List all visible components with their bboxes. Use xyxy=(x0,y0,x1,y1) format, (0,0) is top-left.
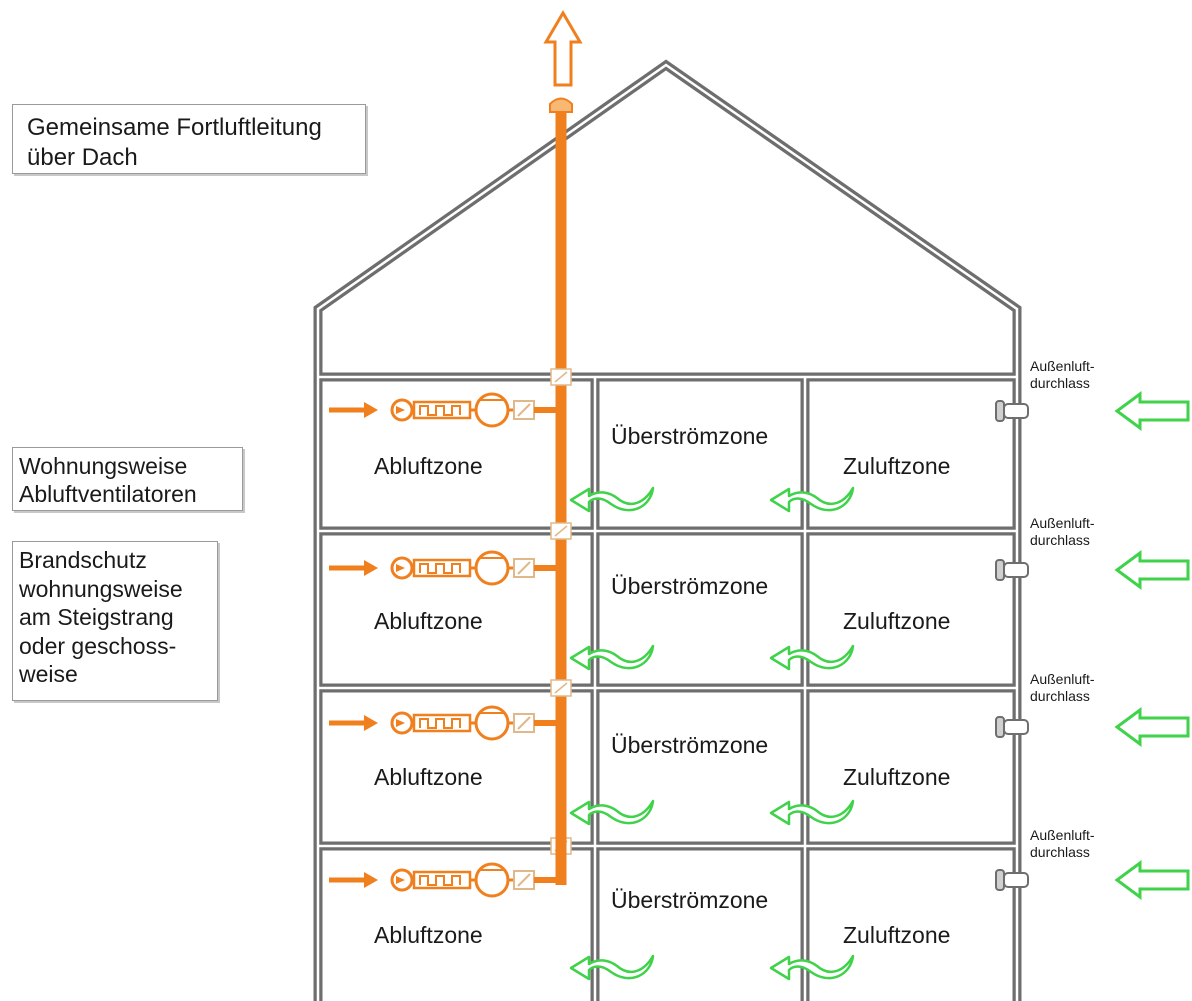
label-line: über Dach xyxy=(27,144,138,171)
outdoor-air-inlet-label: Außenluft- durchlass xyxy=(1030,358,1095,392)
label-line: Außenluft- xyxy=(1030,515,1095,531)
filter-icon xyxy=(412,713,472,733)
extract-valve-icon xyxy=(390,711,414,735)
filter-icon xyxy=(412,870,472,890)
control-damper-icon xyxy=(513,713,535,733)
label-line: durchlass xyxy=(1030,844,1090,860)
transfer-zone-label: Überströmzone xyxy=(611,423,769,449)
building-outline xyxy=(313,59,1022,1001)
transfer-air-arrow-icon xyxy=(569,486,655,513)
label-line: Außenluft- xyxy=(1030,827,1095,843)
transfer-zone-label: Überströmzone xyxy=(611,732,769,758)
transfer-zone-label: Überströmzone xyxy=(611,887,769,913)
outdoor-air-inlet-icon xyxy=(995,559,1029,581)
exhaust-zone-label: Abluftzone xyxy=(374,608,483,634)
transfer-air-arrow-icon xyxy=(569,644,655,671)
fire-damper-icon xyxy=(550,679,572,697)
fire-damper-icon xyxy=(550,368,572,386)
control-damper-icon xyxy=(513,400,535,420)
fire-damper-icon xyxy=(550,522,572,540)
outdoor-air-inlet-label: Außenluft- durchlass xyxy=(1030,827,1095,861)
roof-cowl-icon xyxy=(549,97,573,113)
label-line: Außenluft- xyxy=(1030,358,1095,374)
exhaust-zone-label: Abluftzone xyxy=(374,453,483,479)
outdoor-air-inlet-icon xyxy=(995,869,1029,891)
outdoor-air-arrow-icon xyxy=(1114,860,1190,900)
label-line: oder geschoss- xyxy=(19,632,177,659)
label-line: Außenluft- xyxy=(1030,671,1095,687)
label-line: am Steigstrang xyxy=(19,604,174,630)
transfer-air-arrow-icon xyxy=(769,954,855,981)
fan-icon xyxy=(470,862,510,898)
label-line: Wohnungsweise xyxy=(19,453,188,479)
extract-air-arrow-icon xyxy=(329,715,378,731)
label-line: durchlass xyxy=(1030,375,1090,391)
extract-valve-icon xyxy=(390,868,414,892)
outdoor-air-inlet-label: Außenluft- durchlass xyxy=(1030,671,1095,705)
transfer-air-arrow-icon xyxy=(569,954,655,981)
label-fire-protection: Brandschutz wohnungsweise am Steigstrang… xyxy=(12,541,218,701)
outdoor-air-arrow-icon xyxy=(1114,391,1190,431)
extract-valve-icon xyxy=(390,398,414,422)
fan-icon xyxy=(470,705,510,741)
filter-icon xyxy=(412,400,472,420)
outdoor-air-inlet-icon xyxy=(995,716,1029,738)
label-line: wohnungsweise xyxy=(19,575,183,602)
outdoor-air-inlet-icon xyxy=(995,400,1029,422)
label-apartment-fans: Wohnungsweise Abluftventilatoren xyxy=(12,447,243,511)
exhaust-riser xyxy=(543,10,583,814)
control-damper-icon xyxy=(513,870,535,890)
supply-zone-label: Zuluftzone xyxy=(843,453,951,479)
label-line: Abluftventilatoren xyxy=(19,481,197,507)
label-line: Gemeinsame Fortluftleitung xyxy=(27,114,322,141)
outdoor-air-arrow-icon xyxy=(1114,707,1190,747)
outdoor-air-arrow-icon xyxy=(1114,550,1190,590)
control-damper-icon xyxy=(513,558,535,578)
transfer-air-arrow-icon xyxy=(569,799,655,826)
transfer-air-arrow-icon xyxy=(769,799,855,826)
label-line: Brandschutz xyxy=(19,547,147,573)
transfer-air-arrow-icon xyxy=(769,644,855,671)
extract-air-arrow-icon xyxy=(329,872,378,888)
exhaust-zone-label: Abluftzone xyxy=(374,922,483,948)
extract-air-arrow-icon xyxy=(329,402,378,418)
up-arrow-icon xyxy=(543,10,583,87)
transfer-air-arrow-icon xyxy=(769,486,855,513)
transfer-zone-label: Überströmzone xyxy=(611,573,769,599)
fan-icon xyxy=(470,392,510,428)
label-line: durchlass xyxy=(1030,688,1090,704)
filter-icon xyxy=(412,558,472,578)
outdoor-air-inlet-label: Außenluft- durchlass xyxy=(1030,515,1095,549)
exhaust-zone-label: Abluftzone xyxy=(374,764,483,790)
supply-zone-label: Zuluftzone xyxy=(843,608,951,634)
fan-icon xyxy=(470,550,510,586)
extract-valve-icon xyxy=(390,556,414,580)
supply-zone-label: Zuluftzone xyxy=(843,764,951,790)
extract-air-arrow-icon xyxy=(329,560,378,576)
supply-zone-label: Zuluftzone xyxy=(843,922,951,948)
label-line: durchlass xyxy=(1030,532,1090,548)
label-common-exhaust-duct: Gemeinsame Fortluftleitung über Dach xyxy=(12,104,366,174)
label-line: weise xyxy=(19,661,78,687)
